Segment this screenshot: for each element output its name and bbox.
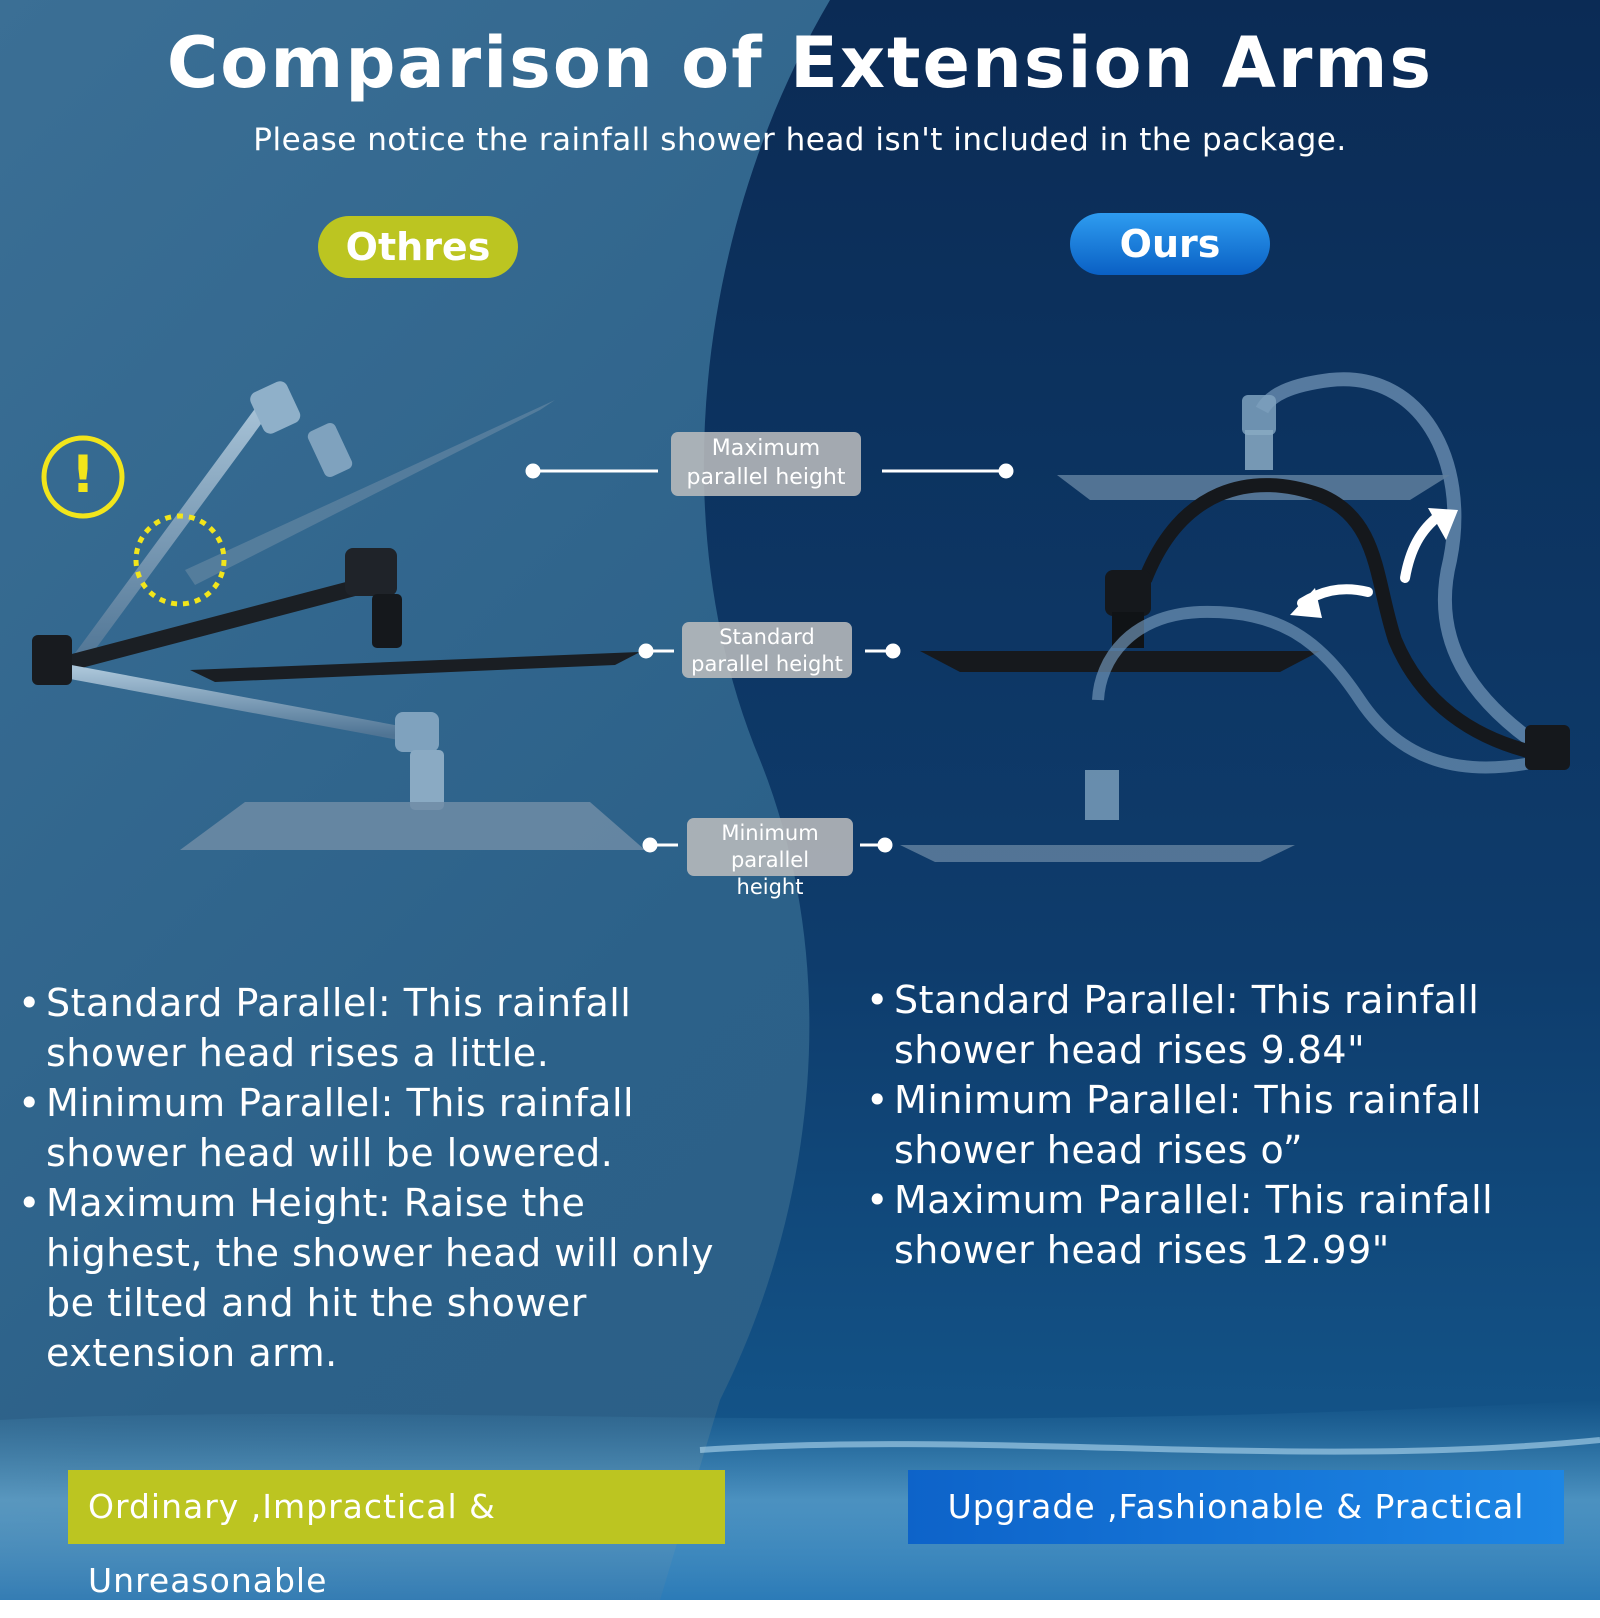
ours-arm-illustration xyxy=(900,372,1570,862)
bullet-icon: • xyxy=(18,1081,41,1125)
tag-line: parallel height xyxy=(691,652,843,676)
list-item: • Minimum Parallel: This rainfall shower… xyxy=(18,1078,738,1178)
ours-summary-banner: Upgrade ,Fashionable & Practical xyxy=(908,1470,1564,1544)
others-summary-banner: Ordinary ,Impractical & Unreasonable xyxy=(68,1470,725,1600)
list-item: • Maximum Height: Raise the highest, the… xyxy=(18,1178,738,1378)
tag-line: Maximum xyxy=(711,436,821,461)
standard-height-tag: Standard parallel height xyxy=(682,622,852,678)
others-label: Othres xyxy=(318,216,518,278)
list-item-text: Maximum Parallel: This rainfall shower h… xyxy=(894,1178,1494,1272)
list-item-text: Standard Parallel: This rainfall shower … xyxy=(894,978,1480,1072)
list-item: • Standard Parallel: This rainfall showe… xyxy=(18,978,738,1078)
list-item-text: Minimum Parallel: This rainfall shower h… xyxy=(46,1081,635,1175)
bullet-icon: • xyxy=(18,1181,41,1225)
tag-line: Minimum xyxy=(721,821,819,845)
maximum-height-tag: Maximum parallel height xyxy=(671,432,861,496)
page-title: Comparison of Extension Arms xyxy=(166,22,1434,104)
bullet-icon: • xyxy=(866,1178,889,1222)
minimum-height-tag: Minimum parallel height xyxy=(687,818,853,899)
bullet-icon: • xyxy=(18,981,41,1025)
page-subtitle: Please notice the rainfall shower head i… xyxy=(253,122,1347,158)
list-item: • Standard Parallel: This rainfall showe… xyxy=(866,975,1566,1075)
list-item: • Minimum Parallel: This rainfall shower… xyxy=(866,1075,1566,1175)
bullet-icon: • xyxy=(866,1078,889,1122)
problem-highlight-circle xyxy=(133,513,227,607)
list-item-text: Standard Parallel: This rainfall shower … xyxy=(46,981,632,1075)
others-feature-list: • Standard Parallel: This rainfall showe… xyxy=(18,978,738,1378)
tag-line: Standard xyxy=(719,625,815,649)
others-arm-illustration xyxy=(32,381,645,850)
ours-feature-list: • Standard Parallel: This rainfall showe… xyxy=(866,975,1566,1275)
list-item-text: Maximum Height: Raise the highest, the s… xyxy=(46,1181,714,1375)
bullet-icon: • xyxy=(866,978,889,1022)
ours-label: Ours xyxy=(1070,213,1270,275)
tag-line: parallel height xyxy=(686,465,846,490)
warning-icon-text: ! xyxy=(71,445,95,505)
warning-icon xyxy=(41,435,125,519)
list-item-text: Minimum Parallel: This rainfall shower h… xyxy=(894,1078,1483,1172)
tag-line: parallel height xyxy=(730,848,810,899)
list-item: • Maximum Parallel: This rainfall shower… xyxy=(866,1175,1566,1275)
